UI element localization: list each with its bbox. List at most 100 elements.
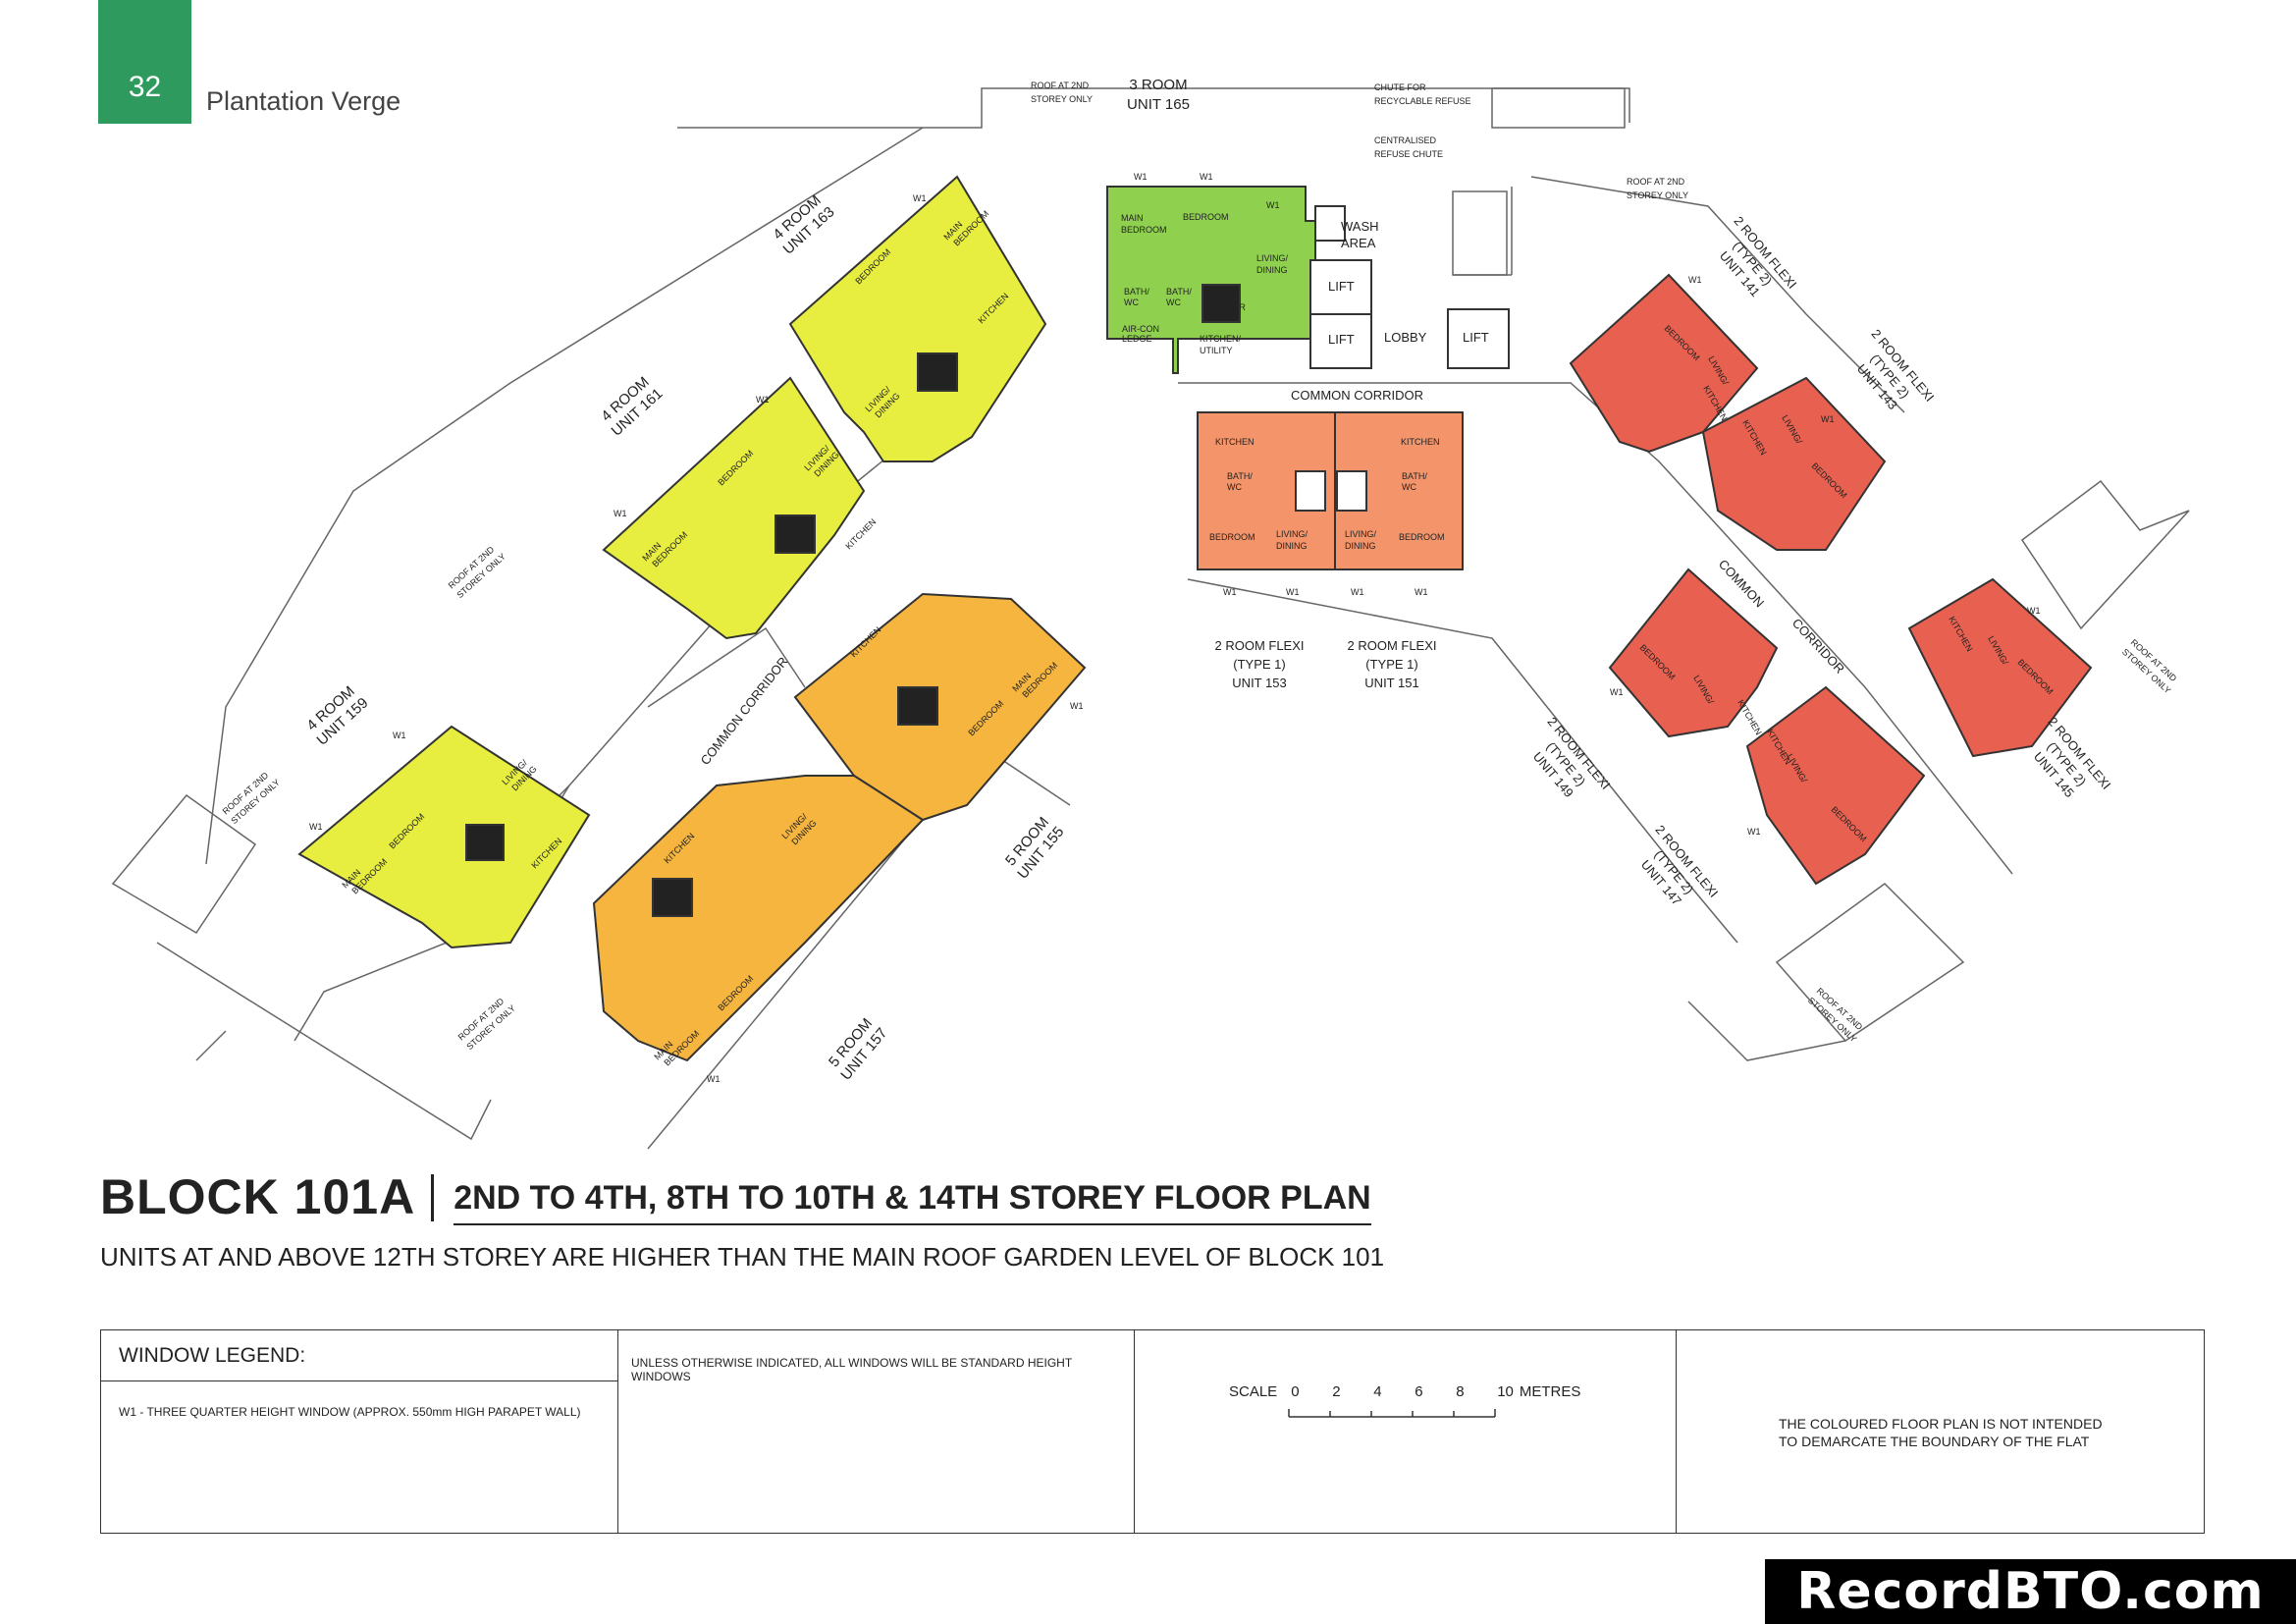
unit-147-area (1745, 685, 1926, 886)
project-name: Plantation Verge (206, 86, 401, 116)
room-living-151b: DINING (1345, 541, 1376, 551)
label-u165-a: 3 ROOM (1129, 77, 1187, 93)
room-bath2-165a: BATH/ (1166, 287, 1192, 297)
scale-ruler (1288, 1409, 1496, 1418)
unit-153-area (1197, 411, 1336, 570)
label-u151-c: UNIT 151 (1364, 676, 1418, 690)
legend-box: WINDOW LEGEND: W1 - THREE QUARTER HEIGHT… (100, 1329, 2205, 1534)
roof-note-1a: ROOF AT 2ND (1031, 81, 1090, 90)
standard-windows-note: UNLESS OTHERWISE INDICATED, ALL WINDOWS … (617, 1330, 1135, 1533)
plan-title: BLOCK 101A 2ND TO 4TH, 8TH TO 10TH & 14T… (100, 1168, 1371, 1225)
w1-m: W1 (1070, 701, 1084, 711)
chute-centralised-b: REFUSE CHUTE (1374, 149, 1443, 159)
room-bath-153b: WC (1227, 482, 1242, 492)
unit-157-area (592, 775, 925, 1062)
w1-c: W1 (1266, 200, 1280, 210)
disclaimer-line-1: THE COLOURED FLOOR PLAN IS NOT INTENDED (1779, 1416, 2103, 1432)
scale-tick-0: 0 (1291, 1383, 1300, 1400)
room-main-bedroom-165b: BEDROOM (1121, 225, 1167, 235)
scale-tick-4: 4 (1373, 1383, 1382, 1400)
w1-j: W1 (614, 509, 627, 518)
room-living-153b: DINING (1276, 541, 1308, 551)
label-u153-b: (TYPE 1) (1233, 657, 1285, 672)
room-living-153a: LIVING/ (1276, 529, 1308, 539)
window-legend-heading: WINDOW LEGEND: (101, 1330, 617, 1381)
room-kitchen-151: KITCHEN (1401, 437, 1440, 447)
unit-165-area (1106, 186, 1316, 374)
scale-tick-2: 2 (1332, 1383, 1341, 1400)
watermark: RecordBTO.com (1765, 1559, 2296, 1624)
title-divider (431, 1174, 435, 1221)
roof-note-1b: STOREY ONLY (1031, 94, 1093, 104)
unit-163-area (788, 175, 1047, 462)
unit-159-area (297, 725, 591, 949)
room-living-165a: LIVING/ (1256, 253, 1289, 263)
unit-145-area (1907, 577, 2093, 758)
roof-garden-note: UNITS AT AND ABOVE 12TH STOREY ARE HIGHE… (100, 1242, 1385, 1272)
label-u151-a: 2 ROOM FLEXI (1347, 638, 1436, 653)
roof-note-2a: ROOF AT 2ND (1627, 177, 1685, 187)
w1-e: W1 (1286, 587, 1300, 597)
roof-note-2b: STOREY ONLY (1627, 190, 1688, 200)
room-bath-151a: BATH/ (1402, 471, 1427, 481)
w1-p: W1 (1821, 414, 1835, 424)
room-kitchen-161: KITCHEN (843, 516, 878, 551)
unit-151-area (1334, 411, 1464, 570)
room-kitchen-149: KITCHEN (1735, 698, 1763, 736)
room-bedroom-151: BEDROOM (1399, 532, 1445, 542)
common-corridor-top: COMMON CORRIDOR (1291, 388, 1423, 403)
room-shelter-165a: HOUSE- (1205, 285, 1240, 295)
w1-b: W1 (1200, 172, 1213, 182)
room-kitchen-153: KITCHEN (1215, 437, 1255, 447)
room-living-151a: LIVING/ (1345, 529, 1377, 539)
scale-tick-8: 8 (1456, 1383, 1465, 1400)
room-bath-165b: WC (1124, 298, 1139, 307)
w1-k: W1 (393, 731, 406, 740)
w1-s: W1 (2027, 606, 2041, 616)
room-living-165b: DINING (1256, 265, 1288, 275)
w1-i: W1 (756, 395, 770, 405)
room-aircon-165b: LEDGE (1122, 334, 1152, 344)
lift-1: LIFT (1328, 279, 1355, 294)
room-shelter-165b: HOLD (1205, 294, 1231, 303)
room-bedroom-153: BEDROOM (1209, 532, 1255, 542)
unit-143-area (1701, 376, 1887, 551)
room-kitchen-utility-a: KITCHEN/ (1200, 334, 1242, 344)
w1-o: W1 (1688, 275, 1702, 285)
scale-bar: SCALE 0 2 4 6 8 10 METRES (1135, 1330, 1677, 1533)
w1-r: W1 (1747, 827, 1761, 837)
disclaimer-line-2: TO DEMARCATE THE BOUNDARY OF THE FLAT (1779, 1434, 2090, 1449)
chute-recyclable-a: CHUTE FOR (1374, 82, 1426, 92)
lobby: LOBBY (1384, 330, 1427, 345)
room-aircon-165a: AIR-CON (1122, 324, 1159, 334)
room-shelter-165c: SHELTER (1205, 302, 1246, 312)
unit-149-area (1608, 568, 1779, 738)
corridor-right: CORRIDOR (1789, 616, 1847, 677)
w1-g: W1 (1415, 587, 1428, 597)
w1-l: W1 (309, 822, 323, 832)
room-bath-151b: WC (1402, 482, 1416, 492)
room-bath-153a: BATH/ (1227, 471, 1253, 481)
scale-tick-6: 6 (1415, 1383, 1423, 1400)
unit-155-area (793, 592, 1087, 822)
w1-d: W1 (1223, 587, 1237, 597)
page-number: 32 (98, 0, 191, 124)
lift-core (1309, 205, 1510, 369)
room-bath-165a: BATH/ (1124, 287, 1149, 297)
room-main-bedroom-165a: MAIN (1121, 213, 1144, 223)
scale-unit: METRES (1519, 1383, 1581, 1400)
block-name: BLOCK 101A (100, 1169, 416, 1224)
scale-label: SCALE (1229, 1383, 1278, 1400)
window-legend-w1: W1 - THREE QUARTER HEIGHT WINDOW (APPROX… (119, 1405, 581, 1419)
lift-2: LIFT (1328, 332, 1355, 347)
room-kitchen-utility-b: UTILITY (1200, 346, 1233, 355)
label-u153-c: UNIT 153 (1232, 676, 1286, 690)
lift-3: LIFT (1463, 330, 1489, 345)
chute-centralised-a: CENTRALISED (1374, 135, 1437, 145)
window-markers: W1 W1 W1 W1 W1 W1 W1 W1 W1 W1 W1 W1 W1 W… (309, 172, 2041, 1084)
wash-area-a: WASH (1341, 219, 1379, 234)
w1-h: W1 (913, 193, 927, 203)
w1-a: W1 (1134, 172, 1148, 182)
common-corridor-left: COMMON CORRIDOR (698, 654, 791, 768)
label-u151-b: (TYPE 1) (1365, 657, 1417, 672)
